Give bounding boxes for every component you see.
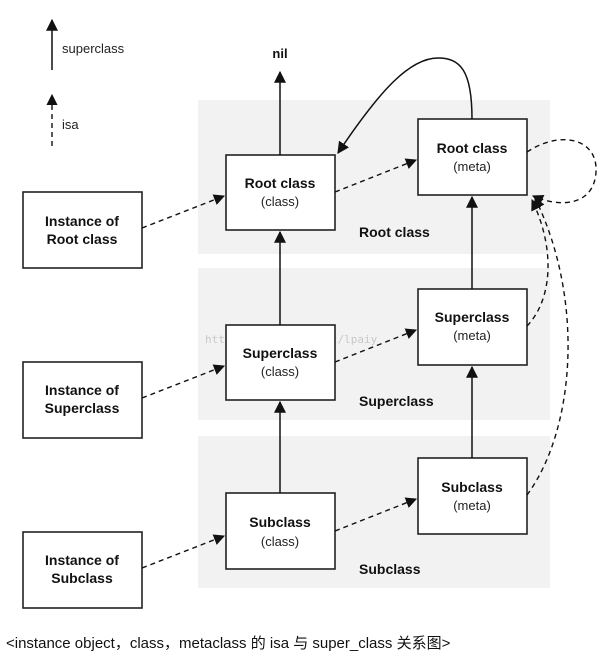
isa-arrow-superclass-to-meta-superclass (334, 328, 418, 363)
band-label-root-class: Root class (359, 224, 430, 240)
isa-arrow-instance-root-to-root-class (141, 194, 226, 229)
meta-superclass-title: Superclass (435, 309, 510, 325)
class-root-sub: (class) (261, 194, 299, 209)
instance-root-line2: Root class (47, 231, 118, 247)
instance-superclass-line1: Instance of (45, 382, 119, 398)
superclass-arrow-meta-root-to-root-class (337, 57, 473, 154)
instance-superclass-line2: Superclass (45, 400, 120, 416)
class-box-subclass: Subclass (class) (225, 492, 336, 570)
instance-box-superclass: Instance of Superclass (22, 361, 143, 439)
isa-arrow-meta-subclass-to-meta-root (526, 196, 569, 496)
isa-arrow-meta-root-self-loop (526, 139, 597, 206)
nil-label: nil (272, 46, 287, 61)
instance-root-line1: Instance of (45, 213, 119, 229)
instance-subclass-line1: Instance of (45, 552, 119, 568)
band-label-subclass: Subclass (359, 561, 421, 577)
meta-box-subclass: Subclass (meta) (417, 457, 528, 535)
isa-arrow-instance-superclass-to-superclass (141, 364, 226, 399)
isa-arrow-meta-superclass-to-meta-root (526, 198, 549, 327)
instance-box-subclass: Instance of Subclass (22, 531, 143, 609)
class-subclass-sub: (class) (261, 534, 299, 549)
instance-subclass-line2: Subclass (51, 570, 113, 586)
meta-root-sub: (meta) (453, 159, 491, 174)
class-subclass-title: Subclass (249, 514, 311, 530)
meta-box-superclass: Superclass (meta) (417, 288, 528, 366)
legend-isa-label: isa (62, 117, 79, 132)
class-box-superclass: Superclass (class) (225, 324, 336, 401)
meta-subclass-sub: (meta) (453, 498, 491, 513)
legend-superclass-label: superclass (62, 41, 125, 56)
legend: superclass isa (46, 18, 125, 146)
isa-arrow-root-class-to-meta-root (334, 158, 418, 193)
instance-box-root-class: Instance of Root class (22, 191, 143, 269)
isa-arrow-instance-subclass-to-subclass (141, 534, 226, 569)
class-box-root-class: Root class (class) (225, 154, 336, 231)
class-superclass-sub: (class) (261, 364, 299, 379)
meta-root-title: Root class (437, 140, 508, 156)
isa-arrow-subclass-to-meta-subclass (334, 497, 418, 532)
meta-subclass-title: Subclass (441, 479, 503, 495)
band-label-superclass: Superclass (359, 393, 434, 409)
class-superclass-title: Superclass (243, 345, 318, 361)
diagram-caption: <instance object，class，metaclass 的 isa 与… (6, 635, 451, 652)
meta-superclass-sub: (meta) (453, 328, 491, 343)
meta-box-root-class: Root class (meta) (417, 118, 528, 196)
class-root-title: Root class (245, 175, 316, 191)
